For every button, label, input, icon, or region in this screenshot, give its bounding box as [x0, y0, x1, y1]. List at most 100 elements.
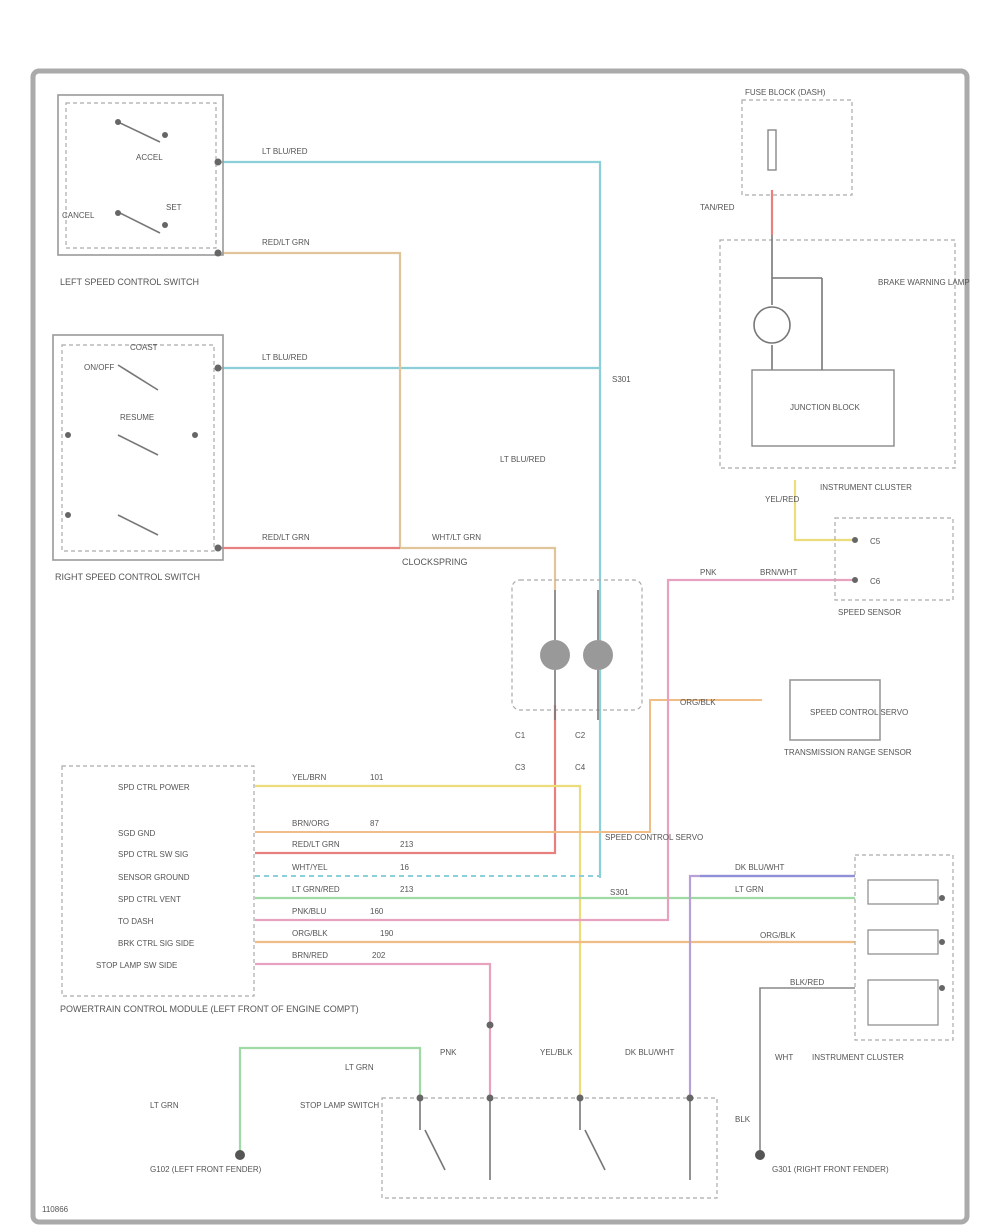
wire-violet-1 [688, 874, 855, 1098]
pin-label-5: C5 [870, 537, 881, 546]
module-row-6-ckt: 160 [370, 907, 384, 916]
wire-label-fuse: TAN/RED [700, 203, 735, 212]
clockspring: CLOCKSPRING C1 C2 C3 C4 [402, 557, 643, 772]
label-on-off: ON/OFF [84, 363, 114, 372]
stop-lamp-switch: STOP LAMP SWITCH LT GRN PNK YEL/BLK DK B… [300, 1021, 718, 1199]
wire-label-dkblu: DK BLU/WHT [735, 863, 784, 872]
label-transmission: TRANSMISSION RANGE SENSOR [784, 748, 912, 757]
label-sensor-box: SPEED CONTROL SERVO [810, 708, 908, 717]
wire-pink-1 [255, 578, 855, 922]
wire-yellow-1 [255, 784, 582, 1098]
wire-label-yel-red: YEL/RED [765, 495, 799, 504]
brake-warning-lamp: BRAKE WARNING LAMP JUNCTION BLOCK INSTRU… [719, 235, 970, 504]
module-row-7-ckt: 190 [380, 929, 394, 938]
module-row-8-wire: BRN/RED [292, 951, 328, 960]
wire-teal-1 [220, 160, 602, 878]
wire-label-2: RED/LT GRN [262, 238, 310, 247]
module-row-3-ckt: 213 [400, 840, 414, 849]
label-ground-g102: G102 (LEFT FRONT FENDER) [150, 1165, 262, 1174]
wire-label-violet: DK BLU/WHT [625, 1048, 674, 1057]
label-speed-sensor: SPEED SENSOR [838, 608, 901, 617]
wire-label-4: RED/LT GRN [262, 533, 310, 542]
wire-label-green: LT GRN [345, 1063, 374, 1072]
right-speed-control-switch: COAST ON/OFF RESUME RIGHT SPEED CONTROL … [52, 334, 224, 582]
label-accel: ACCEL [136, 153, 163, 162]
splice-label-2: S301 [610, 888, 629, 897]
label-servo: SPEED CONTROL SERVO [605, 833, 703, 842]
pin-label-6: C6 [870, 577, 881, 586]
ground-g102: LT GRN G102 (LEFT FRONT FENDER) [150, 1101, 262, 1174]
wire-red-2 [255, 705, 557, 855]
module-row-2-name: SGD GND [118, 829, 156, 838]
wire-label-yellow: YEL/BLK [540, 1048, 573, 1057]
module-row-2-wire: BRN/ORG [292, 819, 329, 828]
module-row-5-name: SPD CTRL VENT [118, 895, 181, 904]
label-set: SET [166, 203, 182, 212]
transmission-sensor: SPEED CONTROL SERVO ORG/BLK TRANSMISSION… [680, 679, 912, 757]
label-module-box: JUNCTION BLOCK [790, 403, 860, 412]
label-right-switch: RIGHT SPEED CONTROL SWITCH [55, 572, 200, 582]
label-ground-g301: G301 (RIGHT FRONT FENDER) [772, 1165, 889, 1174]
diagram-frame [30, 68, 970, 1225]
wire-label-ground-left: LT GRN [150, 1101, 179, 1110]
pin-label-3: C3 [515, 763, 526, 772]
fuse-box: FUSE BLOCK (DASH) TAN/RED [700, 88, 853, 212]
wire-label-blk-2: BLK/RED [790, 978, 824, 987]
label-resume: RESUME [120, 413, 154, 422]
pin-label-1: C1 [515, 731, 526, 740]
wire-label-orange: ORG/BLK [680, 698, 716, 707]
module-row-3-wire: RED/LT GRN [292, 840, 340, 849]
label-instrument-cluster: INSTRUMENT CLUSTER [820, 483, 912, 492]
module-row-6-wire: PNK/BLU [292, 907, 326, 916]
powertrain-control-module: SPD CTRL POWER YEL/BRN 101 SGD GND BRN/O… [60, 765, 414, 1014]
wire-orange-1 [255, 699, 762, 833]
module-row-8-ckt: 202 [372, 951, 386, 960]
diagram-code: 110866 [42, 1205, 69, 1214]
module-row-8-name: STOP LAMP SW SIDE [96, 961, 177, 970]
pin-label-2: C2 [575, 731, 586, 740]
wire-label-ltgrn: LT GRN [735, 885, 764, 894]
module-row-7-name: BRK CTRL SIG SIDE [118, 939, 194, 948]
wire-label-pink-2: PNK [700, 568, 717, 577]
wire-black-1 [759, 987, 855, 1152]
module-row-3-name: SPD CTRL SW SIG [118, 850, 188, 859]
module-row-4-wire: WHT/YEL [292, 863, 328, 872]
label-fuse-box: FUSE BLOCK (DASH) [745, 88, 826, 97]
wire-label-white: WHT [775, 1053, 793, 1062]
wire-label-1: LT BLU/RED [262, 147, 308, 156]
label-junction: INSTRUMENT CLUSTER [812, 1053, 904, 1062]
module-row-1-wire: YEL/BRN [292, 773, 326, 782]
label-brake-warning-lamp: BRAKE WARNING LAMP [878, 278, 970, 287]
label-clockspring: CLOCKSPRING [402, 557, 468, 567]
module-row-4-name: SENSOR GROUND [118, 873, 190, 882]
wire-label-6: LT BLU/RED [500, 455, 546, 464]
splice-label: S301 [612, 375, 631, 384]
label-left-switch: LEFT SPEED CONTROL SWITCH [60, 277, 199, 287]
wire-label-brn: BRN/WHT [760, 568, 797, 577]
module-row-1-ckt: 101 [370, 773, 384, 782]
wire-label-3: LT BLU/RED [262, 353, 308, 362]
label-stop-lamp-switch: STOP LAMP SWITCH [300, 1101, 379, 1110]
junction-block: DK BLU/WHT LT GRN ORG/BLK BLK/RED INSTRU… [735, 854, 954, 1062]
module-row-6-name: TO DASH [118, 917, 154, 926]
ground-g301: G301 (RIGHT FRONT FENDER) BLK WHT [735, 1053, 889, 1174]
wire-pink-2 [255, 962, 492, 1098]
wire-label-5: WHT/LT GRN [432, 533, 481, 542]
speed-sensor-connector: C5 C6 PNK BRN/WHT SPEED SENSOR [700, 517, 954, 617]
wires [220, 160, 855, 1152]
label-module: POWERTRAIN CONTROL MODULE (LEFT FRONT OF… [60, 1004, 359, 1014]
wire-green-2 [238, 1046, 422, 1152]
wire-label-pink: PNK [440, 1048, 457, 1057]
module-row-5-wire: LT GRN/RED [292, 885, 340, 894]
module-row-2-ckt: 87 [370, 819, 379, 828]
module-row-5-ckt: 213 [400, 885, 414, 894]
wire-label-black: BLK [735, 1115, 751, 1124]
left-speed-control-switch: ACCEL CANCEL SET LEFT SPEED CONTROL SWIT… [57, 94, 224, 287]
label-coast: COAST [130, 343, 158, 352]
module-row-1-name: SPD CTRL POWER [118, 783, 190, 792]
module-row-7-wire: ORG/BLK [292, 929, 328, 938]
label-cancel: CANCEL [62, 211, 95, 220]
module-row-4-ckt: 16 [400, 863, 409, 872]
wire-label-org: ORG/BLK [760, 931, 796, 940]
